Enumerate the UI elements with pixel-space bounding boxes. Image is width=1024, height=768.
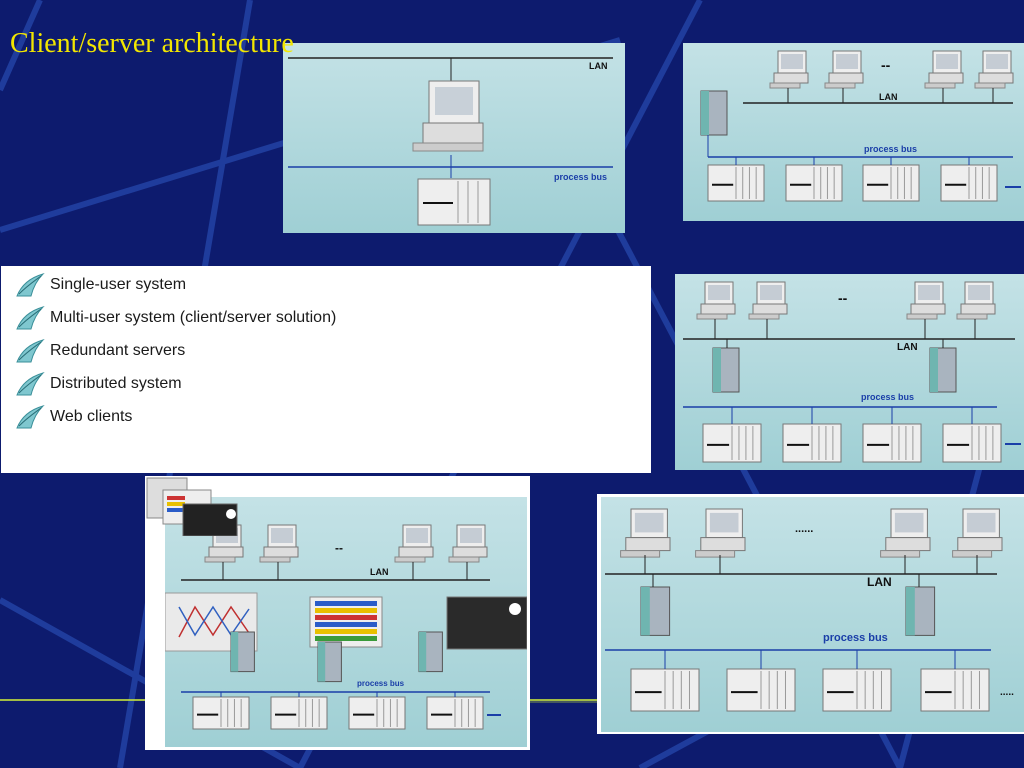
leaf-bullet-icon (16, 338, 45, 363)
controller-icon (862, 164, 920, 202)
list-item: Single-user system (15, 272, 186, 298)
list-item-label: Multi-user system (client/server solutio… (50, 309, 337, 326)
workstation-icon (394, 524, 434, 563)
controller-icon (862, 423, 922, 463)
controller-icon (630, 668, 700, 712)
slide-title: Client/server architecture (10, 28, 294, 59)
controller-icon (785, 164, 843, 202)
list-item: Multi-user system (client/server solutio… (15, 305, 336, 331)
web-clients-diagram: LAN process bus -- (165, 497, 527, 747)
lan-label: LAN (589, 61, 608, 71)
workstation-icon (824, 50, 864, 89)
leaf-bullet-icon (16, 272, 45, 297)
controller-icon (192, 696, 250, 730)
lan-label: LAN (879, 92, 898, 102)
workstation-icon (695, 508, 746, 558)
server-icon (317, 641, 342, 683)
controller-icon (707, 164, 765, 202)
controller-icon (782, 423, 842, 463)
server-icon (905, 586, 936, 636)
workstation-icon (412, 80, 484, 152)
server-icon (418, 631, 443, 673)
server-icon (230, 631, 255, 673)
server-icon (700, 90, 728, 136)
workstation-icon (259, 524, 299, 563)
list-item-label: Web clients (50, 408, 133, 425)
ellipsis-gap: ...... (795, 523, 814, 535)
process-bus-label: process bus (861, 392, 915, 402)
workstation-icon (974, 50, 1014, 89)
workstation-icon (769, 50, 809, 89)
controller-icon (726, 668, 796, 712)
list-item: Distributed system (15, 371, 182, 397)
server-icon (712, 347, 740, 393)
workstation-icon (924, 50, 964, 89)
process-screen-icon (446, 596, 527, 650)
server-icon (640, 586, 671, 636)
leaf-bullet-icon (16, 305, 45, 330)
workstation-icon (448, 524, 488, 563)
ellipsis-gap: -- (335, 541, 343, 555)
list-item: Redundant servers (15, 338, 185, 364)
controller-icon (417, 178, 491, 226)
web-screens-icon (146, 477, 238, 536)
distributed-system-diagram: LAN process bus ...... ..... (601, 497, 1024, 732)
multi-user-diagram: LAN process bus -- (683, 43, 1024, 221)
lan-label: LAN (867, 575, 892, 589)
leaf-bullet-icon (16, 371, 45, 396)
server-icon (929, 347, 957, 393)
process-bus-label: process bus (554, 172, 608, 182)
list-item: Web clients (15, 404, 132, 430)
workstation-icon (952, 508, 1003, 558)
workstation-icon (748, 281, 788, 320)
list-item-label: Single-user system (50, 276, 187, 293)
lan-label: LAN (370, 567, 389, 577)
controller-icon (426, 696, 484, 730)
controller-icon (270, 696, 328, 730)
workstation-icon (620, 508, 671, 558)
controller-icon (702, 423, 762, 463)
workstation-icon (906, 281, 946, 320)
controller-icon (822, 668, 892, 712)
bus-ellipsis: ..... (1000, 687, 1014, 698)
process-bus-label: process bus (823, 632, 888, 644)
controller-icon (920, 668, 990, 712)
process-bus-label: process bus (357, 679, 405, 688)
single-user-diagram: LAN process bus (283, 43, 625, 233)
controller-icon (942, 423, 1002, 463)
process-bus-label: process bus (864, 144, 918, 154)
ellipsis-gap: -- (838, 290, 848, 306)
redundant-servers-diagram: LAN process bus -- (675, 274, 1024, 470)
list-item-label: Redundant servers (50, 342, 186, 359)
workstation-icon (696, 281, 736, 320)
workstation-icon (880, 508, 931, 558)
list-item-label: Distributed system (50, 375, 182, 392)
alarm-table-icon (309, 596, 383, 648)
ellipsis-gap: -- (881, 57, 891, 73)
controller-icon (940, 164, 998, 202)
lan-label: LAN (897, 342, 918, 353)
leaf-bullet-icon (16, 404, 45, 429)
controller-icon (348, 696, 406, 730)
workstation-icon (956, 281, 996, 320)
